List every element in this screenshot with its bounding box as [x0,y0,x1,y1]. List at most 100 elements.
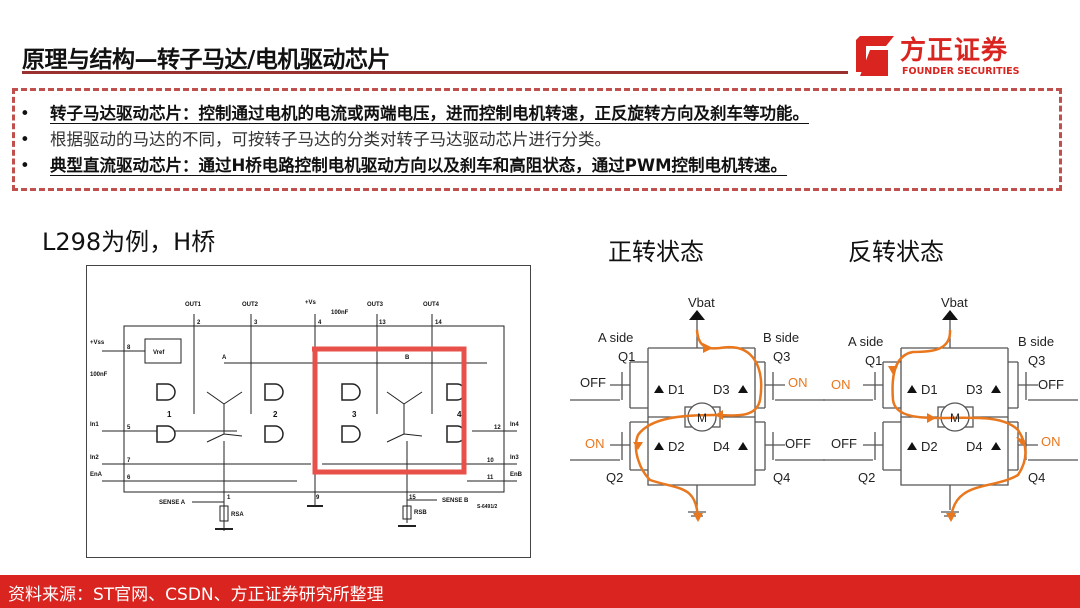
q1-label: Q1 [618,349,635,364]
q2-state: OFF [831,436,857,451]
block-label: 2 [273,410,278,419]
bullet-3: • 典型直流驱动芯片：通过H桥电路控制电机驱动方向以及刹车和高阻状态，通过PWM控… [20,152,787,176]
d3-label: D3 [713,382,730,397]
bullet-text: 转子马达驱动芯片：控制通过电机的电流或两端电压，进而控制电机转速，正反旋转方向及… [50,104,809,123]
d3-label: D3 [966,382,983,397]
pin-number: 5 [127,425,131,431]
q4-state: OFF [785,436,811,451]
logo-name: 方正证券 [900,36,1009,66]
source-footer: 资料来源：ST官网、CSDN、方正证券研究所整理 [0,575,1080,608]
pin-label: OUT4 [423,302,440,308]
pin-number: 7 [127,458,131,464]
l298-schematic: OUT1 OUT2 +Vs OUT3 OUT4 100nF +Vss 100nF… [86,265,531,558]
q3-state: ON [788,375,808,390]
pin-number: 13 [379,320,386,326]
vbat-label: Vbat [941,295,968,310]
cap-label: 100nF [331,310,349,316]
bullet-mark: • [20,156,30,175]
q3-label: Q3 [1028,353,1045,368]
pin-number: 14 [435,320,442,326]
q1-state: OFF [580,375,606,390]
forward-title: 正转状态 [608,238,704,266]
rsb-label: RSB [414,510,427,516]
bullet-text: 典型直流驱动芯片：通过H桥电路控制电机驱动方向以及刹车和高阻状态，通过PWM控制… [50,156,788,175]
input-label: In2 [90,455,99,461]
q4-label: Q4 [1028,470,1045,485]
left-caption: L298为例，H桥 [42,228,216,256]
cap-label: 100nF [90,372,108,378]
pin-number: 11 [487,475,494,481]
q4-state: ON [1041,434,1061,449]
vbat-label: Vbat [688,295,715,310]
q2-label: Q2 [606,470,623,485]
motor-label: M [950,411,960,425]
pin-number: 12 [494,425,501,431]
pin-number: 3 [254,320,258,326]
bullet-mark: • [20,104,30,123]
pin-number: 1 [227,495,231,501]
pin-label: OUT2 [242,302,259,308]
d2-label: D2 [668,439,685,454]
d4-label: D4 [713,439,730,454]
q1-state: ON [831,377,851,392]
current-path [891,329,1027,521]
logo-mark-icon [856,36,894,76]
q3-state: OFF [1038,377,1064,392]
block-label: 4 [457,410,462,419]
bullet-2: • 根据驱动的马达的不同，可按转子马达的分类对转子马达驱动芯片进行分类。 [20,126,611,150]
node-label: B [405,355,410,361]
vbat-arrow-icon [689,310,705,320]
figure-code: S-6491/2 [477,504,498,510]
summary-box [12,88,1062,191]
a-side-label: A side [598,330,633,345]
d4-label: D4 [966,439,983,454]
bullet-text: 根据驱动的马达的不同，可按转子马达的分类对转子马达驱动芯片进行分类。 [50,130,611,149]
title-underline [22,71,848,74]
q2-label: Q2 [858,470,875,485]
pin-label: +Vs [305,300,317,306]
input-label: EnB [510,472,523,478]
reverse-hbridge-diagram: Vbat A side B side Q1 Q2 Q3 Q4 D1 D2 D3 … [823,295,1078,522]
brand-logo: 方正证券 FOUNDER SECURITIES [848,30,1038,82]
sense-b-label: SENSE B [442,498,469,504]
logo-english: FOUNDER SECURITIES [902,66,1020,77]
d1-label: D1 [921,382,938,397]
b-side-label: B side [1018,334,1054,349]
d1-label: D1 [668,382,685,397]
pin-number: 4 [318,320,322,326]
pin-label: OUT3 [367,302,384,308]
q1-label: Q1 [865,353,882,368]
block-label: 3 [352,410,357,419]
b-side-label: B side [763,330,799,345]
q3-label: Q3 [773,349,790,364]
motor-label: M [697,411,707,425]
reverse-title: 反转状态 [848,238,944,266]
block-label: 1 [167,410,172,419]
node-label: A [222,355,227,361]
d2-label: D2 [921,439,938,454]
pin-number: 9 [316,495,320,501]
bullet-1: • 转子马达驱动芯片：控制通过电机的电流或两端电压，进而控制电机转速，正反旋转方向… [20,100,809,124]
forward-hbridge-diagram: Vbat A side B side Q1 Q2 Q3 Q4 D1 D2 D3 … [570,295,825,522]
q4-label: Q4 [773,470,790,485]
page-title: 原理与结构—转子马达/电机驱动芯片 [22,47,390,73]
pin-number: 8 [127,345,131,351]
input-label: In4 [510,422,519,428]
pin-number: 15 [409,495,416,501]
q2-state: ON [585,436,605,451]
bullet-mark: • [20,130,30,149]
pin-number: 2 [197,320,201,326]
input-label: In1 [90,422,99,428]
vbat-arrow-icon [942,310,958,320]
pin-label: OUT1 [185,302,202,308]
pin-number: 10 [487,458,494,464]
source-text: 资料来源：ST官网、CSDN、方正证券研究所整理 [8,585,384,605]
rsa-label: RSA [231,512,244,518]
a-side-label: A side [848,334,883,349]
pin-number: 6 [127,475,131,481]
current-path [634,329,763,521]
input-label: EnA [90,472,103,478]
input-label: In3 [510,455,519,461]
vref-label: Vref [153,350,165,356]
vss-label: +Vss [90,340,105,346]
